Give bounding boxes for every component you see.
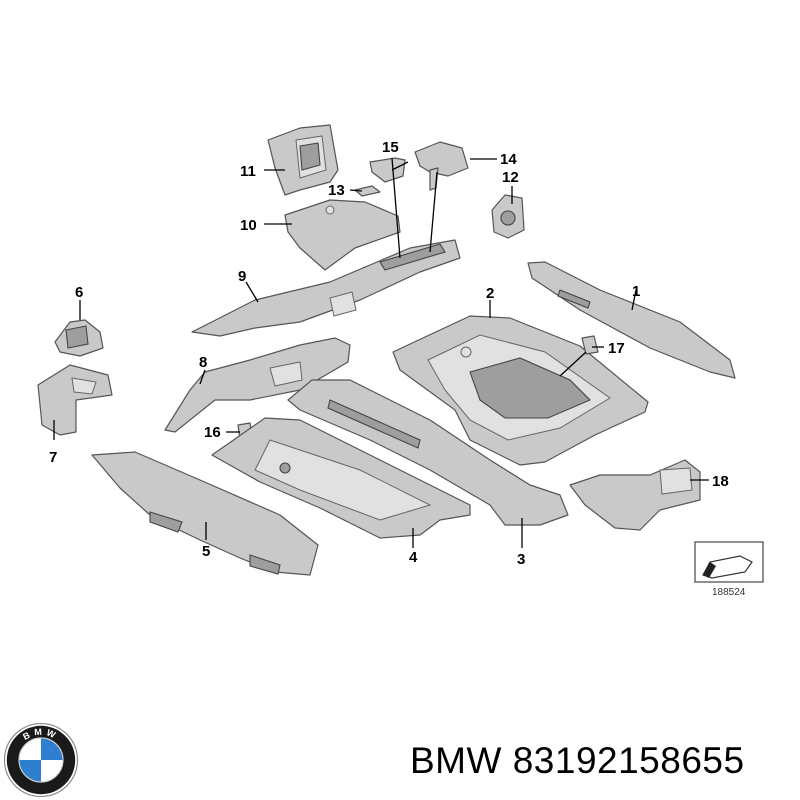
callout-1: 1 <box>632 283 640 300</box>
part-6-cap <box>54 319 104 357</box>
callout-15: 15 <box>382 139 399 156</box>
callout-5: 5 <box>202 543 210 560</box>
bmw-logo: BMW <box>3 722 79 798</box>
callout-labels: 1 2 3 4 5 6 7 8 9 10 11 12 13 14 15 16 1… <box>49 139 729 568</box>
leader-lines <box>53 157 709 548</box>
part-10-panel <box>284 199 401 271</box>
part-14-bracket <box>414 141 469 191</box>
callout-6: 6 <box>75 284 83 301</box>
callout-14: 14 <box>500 151 517 168</box>
callout-8: 8 <box>199 354 207 371</box>
part-3-member <box>287 379 569 526</box>
callout-3: 3 <box>517 551 525 568</box>
callout-13: 13 <box>328 182 345 199</box>
part-4-floor <box>211 417 471 539</box>
callout-4: 4 <box>409 549 418 566</box>
callout-9: 9 <box>238 268 246 285</box>
part-18-bracket <box>569 459 701 531</box>
callout-7: 7 <box>49 449 57 466</box>
callout-2: 2 <box>486 285 494 302</box>
part-11-bracket <box>267 124 339 196</box>
callout-12: 12 <box>502 169 519 186</box>
part-9-rail <box>191 239 461 337</box>
part-7-bracket <box>37 364 113 436</box>
part-8-panel <box>164 337 351 433</box>
part-12-mount <box>491 194 525 239</box>
reference-number: 188524 <box>712 587 746 598</box>
callout-17: 17 <box>608 340 625 357</box>
part-13-fastener <box>354 185 381 197</box>
part-17-clip <box>581 335 599 355</box>
part-5-sill <box>91 451 319 576</box>
reference-box: 188524 <box>694 541 764 598</box>
brand-part-label: BMW 83192158655 <box>410 740 745 782</box>
callout-18: 18 <box>712 473 729 490</box>
callout-10: 10 <box>240 217 257 234</box>
brand-name: BMW <box>410 740 502 781</box>
callout-16: 16 <box>204 424 221 441</box>
part-number: 83192158655 <box>512 740 745 781</box>
callout-11: 11 <box>240 163 256 180</box>
part-15-bracket <box>369 157 406 183</box>
part-1-crossmember <box>527 261 736 379</box>
